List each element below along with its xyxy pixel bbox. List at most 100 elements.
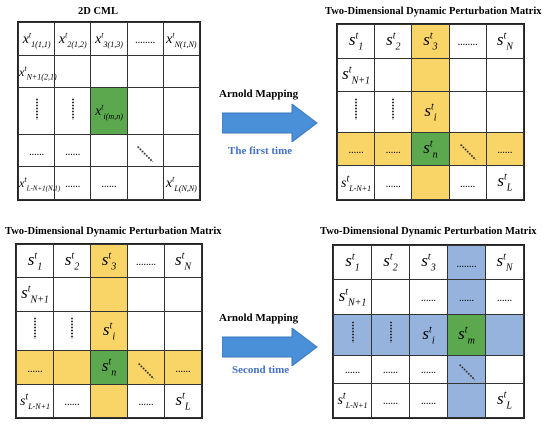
m3-cell-3-2 xyxy=(371,313,410,356)
m1-cell-2-5 xyxy=(485,57,525,93)
m3-cell-2-4: ...... xyxy=(447,279,486,315)
diagonal-ellipsis xyxy=(137,362,155,380)
cml-cell-1-1: xt1(1,1) xyxy=(17,21,56,57)
cml-cell-3-2 xyxy=(54,87,92,136)
m3-cell-1-3: st3 xyxy=(409,244,448,281)
arrow2-label: Arnold Mapping xyxy=(219,312,299,324)
m1-cell-1-3: st3 xyxy=(411,24,450,59)
m1-cell-4-3: stn xyxy=(411,131,450,167)
cml-cell-5-5: xtL(N,N) xyxy=(162,165,201,201)
m1-cell-4-1: ...... xyxy=(336,131,376,167)
vertical-ellipsis xyxy=(389,321,392,344)
m2-cell-5-1: stL-N+1 xyxy=(16,383,54,419)
m2-cell-1-5: stN xyxy=(164,243,202,279)
m2-cell-5-5: stL xyxy=(164,383,202,419)
vertical-ellipsis xyxy=(71,97,74,120)
m2-cell-1-3: st3 xyxy=(90,243,128,279)
m3-cell-1-5: stN xyxy=(485,244,524,281)
m3-cell-2-5: ...... xyxy=(485,279,524,315)
cml-cell-5-2: ...... xyxy=(54,165,92,201)
cml-cell-4-2: ...... xyxy=(54,134,92,167)
m1-cell-5-4: ...... xyxy=(448,165,487,200)
m3-cell-5-1: stL-N+1 xyxy=(333,382,372,419)
cml-cell-5-3: ...... xyxy=(90,165,128,201)
m3-cell-1-4: ........ xyxy=(447,244,486,281)
cml-cell-3-1 xyxy=(17,87,56,136)
m3-cell-1-2: st2 xyxy=(371,244,410,281)
m1-cell-4-4 xyxy=(448,131,487,167)
m3-cell-4-1: ...... xyxy=(333,354,372,384)
m2-cell-3-4 xyxy=(127,310,165,352)
cml-cell-3-4 xyxy=(126,87,164,136)
matrix2-title: Two-Dimensional Dynamic Perturbation Mat… xyxy=(5,226,222,237)
m1-cell-5-3 xyxy=(411,165,450,200)
cml-cell-4-1: ...... xyxy=(17,134,56,167)
diagonal-ellipsis xyxy=(459,143,477,161)
m2-cell-3-5 xyxy=(164,310,202,352)
m1-cell-3-4 xyxy=(448,91,487,133)
arrow1-sublabel: The first time xyxy=(228,145,293,157)
cml-cell-2-3 xyxy=(90,55,128,89)
m2-cell-2-1: stN+1 xyxy=(16,277,54,312)
m3-cell-4-2: ...... xyxy=(371,354,410,384)
matrix3-title: Two-Dimensional Dynamic Perturbation Mat… xyxy=(320,226,537,237)
cml-title: 2D CML xyxy=(78,6,118,17)
m1-cell-4-5: ...... xyxy=(485,131,525,167)
cml-cell-2-5 xyxy=(162,55,201,89)
m1-cell-2-4 xyxy=(448,57,487,93)
perturbation-matrix-2: st1 st2 st3 ........ stN stN+1 sti .....… xyxy=(15,243,203,419)
cml-cell-2-4 xyxy=(126,55,164,89)
m2-cell-4-4 xyxy=(127,350,165,385)
m1-cell-1-2: st2 xyxy=(374,24,413,59)
m2-cell-3-1 xyxy=(16,310,54,352)
m2-cell-2-2 xyxy=(53,277,91,312)
m2-cell-2-3 xyxy=(90,277,128,312)
m2-cell-4-1: ...... xyxy=(16,350,54,385)
matrix1-title: Two-Dimensional Dynamic Perturbation Mat… xyxy=(325,6,542,17)
cml-cell-3-3: xti(m,n) xyxy=(90,87,128,136)
m1-cell-3-1 xyxy=(336,91,376,133)
m1-cell-2-2 xyxy=(374,57,413,93)
cml-cell-4-5 xyxy=(162,134,201,167)
m2-cell-3-2 xyxy=(53,310,91,352)
m2-cell-1-1: st1 xyxy=(16,243,54,279)
cml-cell-1-4: ........ xyxy=(126,21,164,57)
vertical-ellipsis xyxy=(355,98,358,121)
m1-cell-4-2: ...... xyxy=(374,131,413,167)
m3-cell-2-3: ...... xyxy=(409,279,448,315)
m2-cell-1-2: st2 xyxy=(53,243,91,279)
m1-cell-5-5: stL xyxy=(485,165,525,200)
m3-cell-4-5 xyxy=(485,354,524,384)
m1-cell-1-5: stN xyxy=(485,24,525,59)
right-arrow-icon xyxy=(222,328,318,366)
arrow2-sublabel: Second time xyxy=(232,364,290,376)
arrow1-label: Arnold Mapping xyxy=(219,88,299,100)
m2-cell-3-3: sti xyxy=(90,310,128,352)
m1-cell-5-2: ...... xyxy=(374,165,413,200)
cml-cell-1-5: xtN(1,N) xyxy=(162,21,201,57)
cml-cell-4-4 xyxy=(126,134,164,167)
diagonal-ellipsis xyxy=(458,363,475,381)
vertical-ellipsis xyxy=(351,321,354,344)
m1-cell-1-4: ........ xyxy=(448,24,487,59)
m2-cell-5-3 xyxy=(90,383,128,419)
m2-cell-4-5: ...... xyxy=(164,350,202,385)
cml-cell-3-5 xyxy=(162,87,201,136)
m3-cell-3-4: stm xyxy=(447,313,486,356)
m1-cell-3-3: sti xyxy=(411,91,450,133)
m1-cell-1-1: st1 xyxy=(336,24,376,59)
m2-cell-2-5 xyxy=(164,277,202,312)
m2-cell-5-4: ...... xyxy=(127,383,165,419)
m3-cell-5-2: ...... xyxy=(371,382,410,419)
m3-cell-2-1: stN+1 xyxy=(333,279,372,315)
m3-cell-2-2 xyxy=(371,279,410,315)
m2-cell-5-2: ...... xyxy=(53,383,91,419)
cml-cell-2-2 xyxy=(54,55,92,89)
right-arrow-icon xyxy=(222,104,318,142)
m2-cell-4-2 xyxy=(53,350,91,385)
vertical-ellipsis xyxy=(392,98,395,121)
m3-cell-5-5: stL xyxy=(485,382,524,419)
m3-cell-1-1: st1 xyxy=(333,244,372,281)
cml-grid: xt1(1,1) xt2(1,2) xt3(1,3) ........ xtN(… xyxy=(17,21,201,201)
m3-cell-4-4 xyxy=(447,354,486,384)
